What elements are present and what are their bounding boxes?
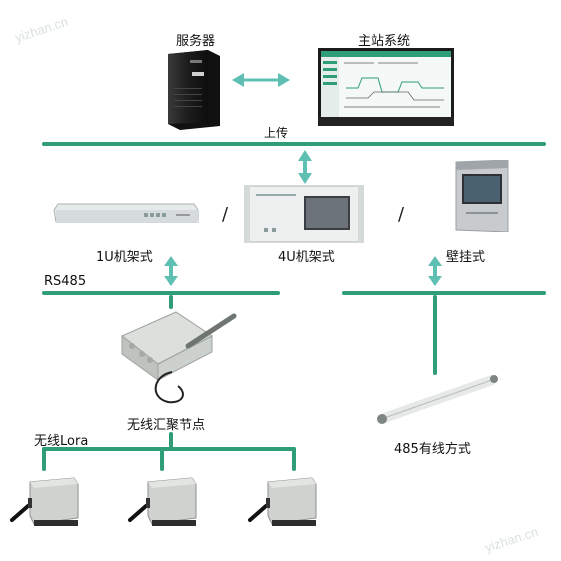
rs485-bus-left bbox=[42, 291, 280, 295]
upload-bus-line bbox=[42, 142, 546, 146]
gateway-to-lora-line bbox=[169, 432, 173, 448]
gateway-drop-line bbox=[169, 295, 173, 309]
watermark-top-left: yizhan.cn bbox=[13, 13, 70, 46]
vertical-arrow-right-icon bbox=[428, 256, 442, 286]
wall-mount-device-icon bbox=[455, 160, 509, 232]
master-system-label: 主站系统 bbox=[358, 34, 411, 49]
separator-slash-right: / bbox=[398, 204, 405, 225]
server-label: 服务器 bbox=[176, 34, 216, 49]
lora-drop-3 bbox=[292, 447, 296, 471]
server-icon bbox=[168, 50, 220, 130]
lora-drop-2 bbox=[160, 447, 164, 471]
wireless-gateway-label: 无线汇聚节点 bbox=[127, 418, 206, 433]
vertical-arrow-left-icon bbox=[164, 256, 178, 286]
vertical-arrow-icon bbox=[298, 150, 312, 184]
double-arrow-icon bbox=[232, 73, 290, 87]
lora-drop-1 bbox=[42, 447, 46, 471]
rs485-bus-right bbox=[342, 291, 546, 295]
lora-node-icon bbox=[10, 477, 79, 526]
upload-label: 上传 bbox=[264, 126, 289, 140]
master-system-screen-icon bbox=[318, 48, 454, 126]
wired-485-label: 485有线方式 bbox=[394, 442, 471, 457]
rs485-label: RS485 bbox=[44, 274, 87, 289]
lora-node-icon bbox=[128, 477, 197, 526]
lora-bus-line bbox=[42, 447, 296, 451]
watermark-bottom-right: yizhan.cn bbox=[483, 523, 540, 556]
wired-485-drop-line bbox=[433, 295, 437, 375]
4u-rack-device-icon bbox=[244, 185, 364, 243]
4u-rack-label: 4U机架式 bbox=[278, 250, 335, 265]
lora-label: 无线Lora bbox=[34, 434, 89, 449]
wired-485-sensor-icon bbox=[377, 375, 498, 424]
wall-mount-label: 壁挂式 bbox=[446, 250, 486, 265]
wireless-gateway-icon bbox=[121, 311, 237, 404]
1u-rack-device-icon bbox=[53, 203, 199, 223]
lora-node-icon bbox=[248, 477, 317, 526]
separator-slash-left: / bbox=[222, 204, 229, 225]
1u-rack-label: 1U机架式 bbox=[96, 250, 153, 265]
